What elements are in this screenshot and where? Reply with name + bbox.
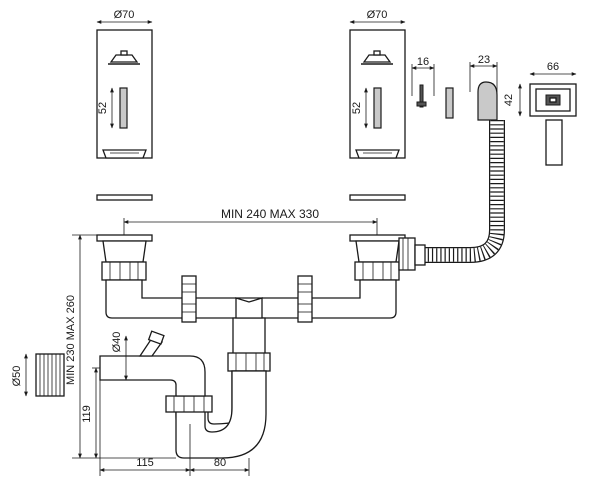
branch-diameter-label: Ø40 <box>111 332 123 353</box>
outlet-diameter-label: Ø50 <box>11 366 23 387</box>
overall-height-label: MIN 230 MAX 260 <box>65 295 77 385</box>
right-drain-flange <box>349 234 406 242</box>
right-pipe-nut <box>297 275 313 323</box>
outlet-branch <box>99 355 206 397</box>
right-drain-detail: Ø70 52 <box>349 9 406 201</box>
horizontal-connector-pipe <box>105 279 397 319</box>
outlet-height-label: 119 <box>81 405 93 423</box>
right-drain-height-label: 52 <box>351 102 363 114</box>
left-drain-height-label: 52 <box>97 102 109 114</box>
right-drain-diameter-label: Ø70 <box>367 9 388 21</box>
siphon-assembly: MIN 240 MAX 330 <box>11 120 505 476</box>
right-bolt-icon <box>373 87 382 129</box>
bottom-left-label: 115 <box>136 457 154 469</box>
right-gasket <box>349 194 406 201</box>
overflow-gasket <box>445 87 454 119</box>
overflow-details: 16 23 66 42 <box>411 54 577 166</box>
trap-nut <box>165 395 213 413</box>
overflow-width-label: 23 <box>478 54 490 66</box>
u-trap-body <box>175 370 267 459</box>
left-pipe-nut <box>181 275 197 323</box>
bottom-right-label: 80 <box>214 457 226 469</box>
left-drain-diameter-label: Ø70 <box>114 9 135 21</box>
outlet-adapter-icon <box>35 353 65 397</box>
left-gasket <box>96 194 153 201</box>
screw-icon <box>419 84 424 108</box>
left-strainer-icon <box>109 54 139 63</box>
center-distance-label: MIN 240 MAX 330 <box>221 207 319 221</box>
left-drain-flange <box>96 234 153 242</box>
left-drain-nut <box>101 261 147 281</box>
screw-width-label: 16 <box>417 56 429 68</box>
right-strainer-icon <box>362 54 392 63</box>
right-drain-nut <box>354 261 400 281</box>
overflow-cover-height-label: 42 <box>503 94 515 106</box>
overflow-fitting-icon <box>477 81 498 121</box>
left-drain-detail: Ø70 52 <box>96 9 153 201</box>
overflow-hose <box>415 120 505 263</box>
overflow-cover-width-label: 66 <box>547 61 559 73</box>
tee-pipe <box>232 317 266 356</box>
overflow-connector <box>398 237 416 271</box>
left-bolt-icon <box>119 87 128 129</box>
